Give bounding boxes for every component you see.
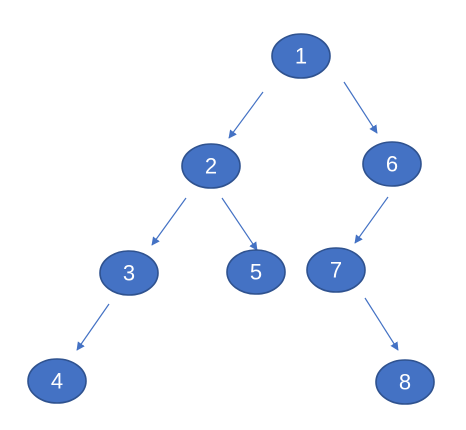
tree-node: 2	[181, 143, 241, 189]
edge-2-to-5	[221, 197, 258, 251]
node-4-circle	[27, 358, 87, 404]
edge-1-to-6	[343, 81, 378, 134]
node-8-label: 8	[399, 370, 411, 395]
node-2-label: 2	[205, 154, 217, 179]
node-5-label: 5	[250, 260, 262, 285]
node-1-circle	[271, 33, 331, 79]
node-7-label: 7	[330, 258, 342, 283]
node-6-label: 6	[386, 152, 398, 177]
tree-node: 6	[362, 141, 422, 187]
edge-2-to-3	[151, 197, 187, 246]
node-7-circle	[306, 247, 366, 293]
node-8-circle	[375, 359, 435, 405]
node-1-label: 1	[295, 44, 307, 69]
edge-1-to-2	[228, 91, 264, 139]
edge-7-to-8	[364, 297, 399, 351]
tree-node: 1	[271, 33, 331, 79]
node-5-circle	[226, 249, 286, 295]
node-4-label: 4	[51, 369, 63, 394]
edge-6-to-7	[354, 196, 389, 244]
edge-3-to-4	[76, 303, 110, 351]
tree-node: 3	[99, 250, 159, 296]
nodes-layer: 1 2 6 3 5 7 4 8	[27, 33, 435, 405]
tree-node: 4	[27, 358, 87, 404]
node-3-circle	[99, 250, 159, 296]
tree-node: 7	[306, 247, 366, 293]
edges-layer	[76, 81, 399, 351]
node-3-label: 3	[123, 261, 135, 286]
tree-node: 5	[226, 249, 286, 295]
node-2-circle	[181, 143, 241, 189]
node-6-circle	[362, 141, 422, 187]
tree-node: 8	[375, 359, 435, 405]
